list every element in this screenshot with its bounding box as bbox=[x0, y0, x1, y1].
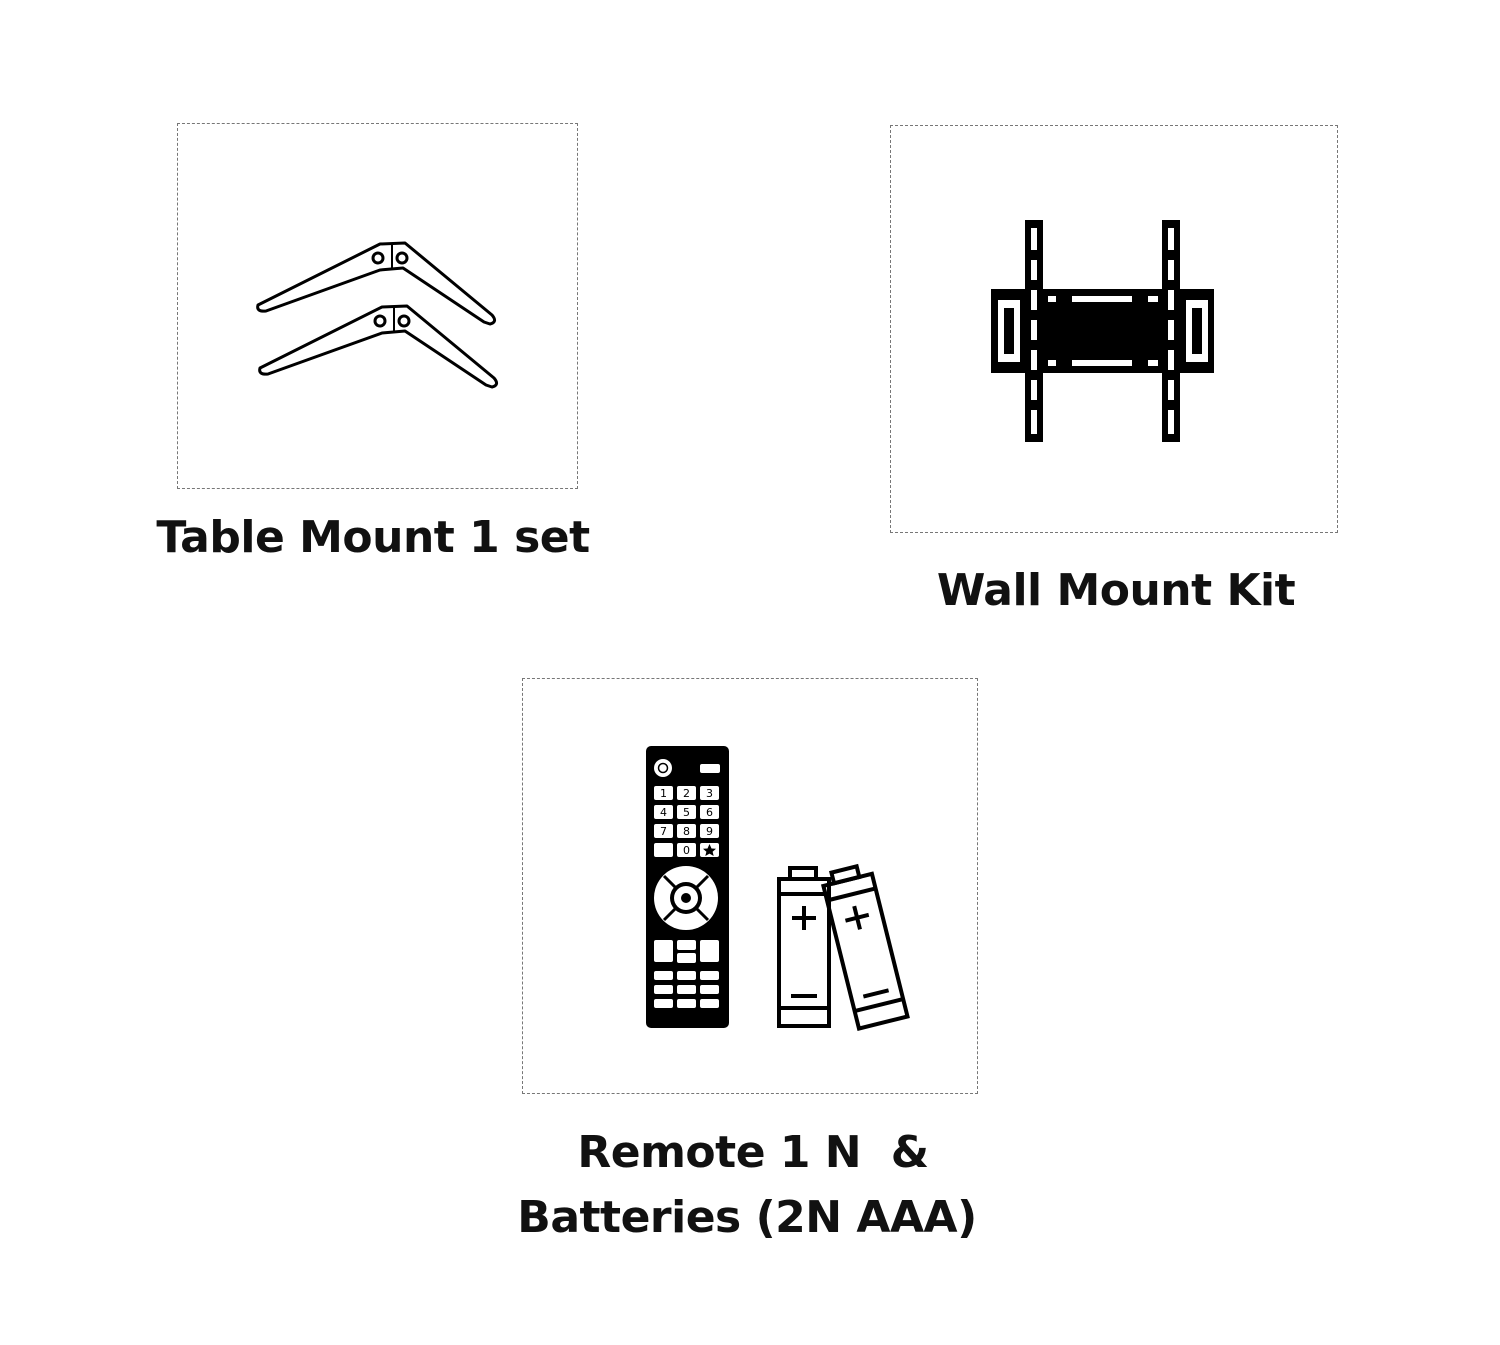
remote-icon: 1 2 3 4 5 6 7 8 9 0 bbox=[646, 746, 729, 1028]
remote-key-8: 8 bbox=[683, 825, 690, 838]
remote-frame bbox=[522, 678, 978, 1094]
remote-key-7: 7 bbox=[660, 825, 667, 838]
remote-key-5: 5 bbox=[683, 806, 690, 819]
star-icon bbox=[703, 844, 716, 856]
wall-mount-frame bbox=[890, 125, 1338, 533]
table-mount-frame bbox=[177, 123, 578, 489]
table-mount-label: Table Mount 1 set bbox=[156, 512, 590, 563]
battery-icon bbox=[820, 863, 910, 1032]
remote-key-3: 3 bbox=[706, 787, 713, 800]
remote-key-9: 9 bbox=[706, 825, 713, 838]
wall-mount-label: Wall Mount Kit bbox=[936, 565, 1296, 616]
remote-key-6: 6 bbox=[706, 806, 713, 819]
remote-key-4: 4 bbox=[660, 806, 667, 819]
wall-mount-bracket-icon bbox=[991, 220, 1214, 442]
remote-label-line1: Remote 1 N & bbox=[577, 1127, 929, 1178]
battery-icon bbox=[777, 866, 831, 1028]
table-stand-icon bbox=[256, 241, 499, 389]
remote-key-2: 2 bbox=[683, 787, 690, 800]
remote-key-0: 0 bbox=[683, 844, 690, 857]
remote-key-1: 1 bbox=[660, 787, 667, 800]
remote-label-line2: Batteries (2N AAA) bbox=[517, 1192, 977, 1243]
